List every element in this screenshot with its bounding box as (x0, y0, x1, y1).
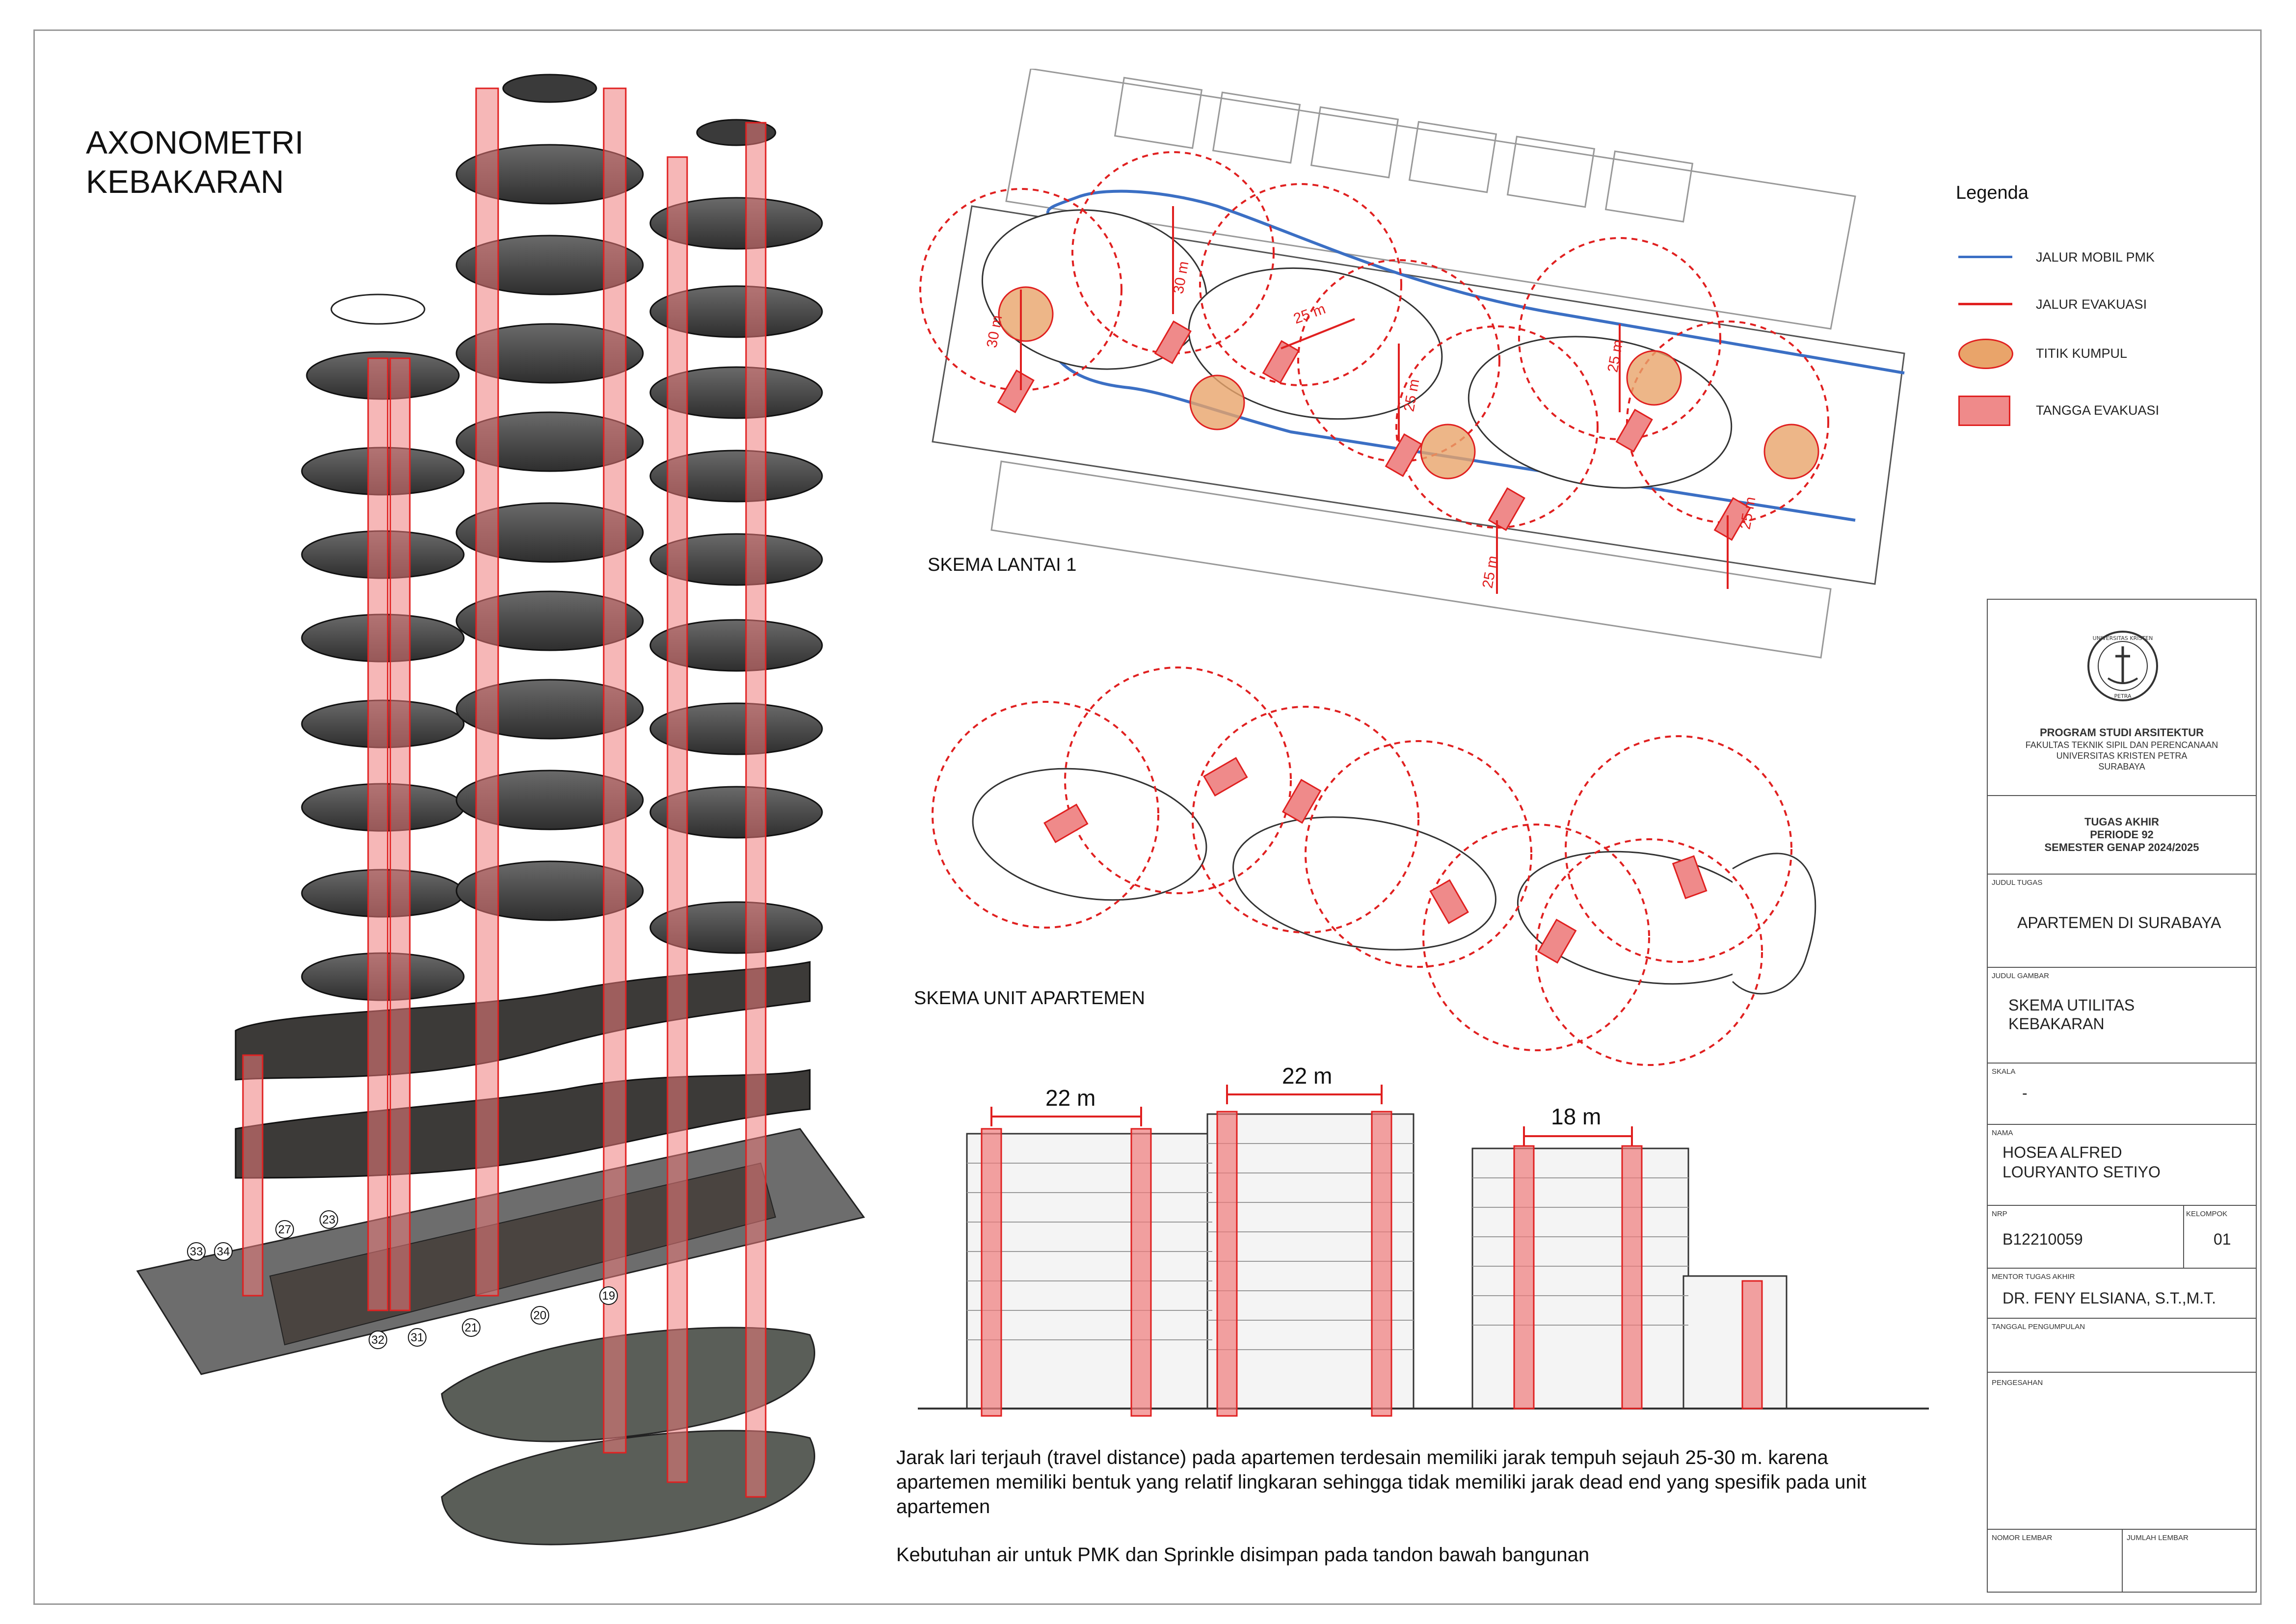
axo-label: 27 (278, 1223, 292, 1236)
axo-label: 31 (411, 1331, 424, 1344)
orange-circle-icon (1958, 339, 2013, 369)
svg-text:PETRA: PETRA (2114, 693, 2132, 699)
title-block-header: UNIVERSITAS KRISTEN PETRA PROGRAM STUDI … (1988, 600, 2256, 796)
title-block: UNIVERSITAS KRISTEN PETRA PROGRAM STUDI … (1987, 599, 2257, 1593)
axo-label: 32 (372, 1333, 385, 1347)
description: Jarak lari terjauh (travel distance) pad… (896, 1445, 1927, 1591)
blue-line-icon (1958, 242, 2012, 272)
lembar-row: NOMOR LEMBAR JUMLAH LEMBAR (1988, 1530, 2256, 1592)
project-info: TUGAS AKHIR PERIODE 92 SEMESTER GENAP 20… (1988, 796, 2256, 875)
judul-gambar-field: JUDUL GAMBAR SKEMA UTILITAS KEBAKARAN (1988, 968, 2256, 1064)
distance-label: 30 m (984, 314, 1005, 349)
description-paragraph: Kebutuhan air untuk PMK dan Sprinkle dis… (896, 1544, 1590, 1566)
axo-label: 19 (602, 1289, 615, 1303)
sheet-border (33, 29, 2262, 1605)
jumlah-lembar-field: JUMLAH LEMBAR (2127, 1534, 2189, 1542)
legend-title: Legenda (1956, 183, 2029, 203)
drawing-title: AXONOMETRI KEBAKARAN (86, 124, 304, 200)
elevation-dimension: 18 m (1551, 1104, 1602, 1129)
nrp-row: NRP B12210059 KELOMPOK 01 (1988, 1206, 2256, 1269)
nrp-field: NRP B12210059 (1988, 1206, 2184, 1268)
ground-scheme-label: SKEMA LANTAI 1 (928, 555, 1077, 575)
pink-rect-icon (1958, 396, 2012, 426)
faculty-name: FAKULTAS TEKNIK SIPIL DAN PERENCANAAN (2025, 740, 2218, 750)
university-seal-icon: UNIVERSITAS KRISTEN PETRA (2087, 631, 2158, 701)
unit-plan (932, 666, 1816, 1066)
nama-field: NAMA HOSEA ALFRED LOURYANTO SETIYO (1988, 1125, 2256, 1206)
axo-label: 34 (217, 1245, 230, 1258)
program-name: PROGRAM STUDI ARSITEKTUR (2039, 726, 2204, 739)
axo-label: 20 (534, 1309, 547, 1322)
description-paragraph: Jarak lari terjauh (travel distance) pad… (896, 1447, 1867, 1518)
pengesahan-field: PENGESAHAN (1988, 1373, 2256, 1530)
judul-tugas-field: JUDUL TUGAS APARTEMEN DI SURABAYA (1988, 875, 2256, 968)
axo-label: 23 (322, 1213, 336, 1226)
legend-item-fire-truck-route: JALUR MOBIL PMK (1958, 242, 2155, 272)
red-line-icon (1958, 290, 2012, 319)
elevation-dimension: 22 m (1045, 1085, 1096, 1111)
axo-label: 21 (465, 1321, 478, 1334)
axo-label: 33 (190, 1245, 203, 1258)
legend-item-evacuation-stair: TANGGA EVAKUASI (1958, 396, 2159, 426)
university-name: UNIVERSITAS KRISTEN PETRA (2056, 751, 2188, 761)
legend-item-assembly-point: TITIK KUMPUL (1958, 339, 2127, 369)
elevation-dimension: 22 m (1282, 1063, 1333, 1089)
unit-scheme-label: SKEMA UNIT APARTEMEN (914, 988, 1145, 1009)
ground-floor-plan: 30 m 30 m 25 m 25 m 25 m 25 m 25 m (919, 69, 1905, 659)
mentor-field: MENTOR TUGAS AKHIR DR. FENY ELSIANA, S.T… (1988, 1269, 2256, 1319)
tanggal-field: TANGGAL PENGUMPULAN (1988, 1319, 2256, 1373)
svg-text:UNIVERSITAS KRISTEN: UNIVERSITAS KRISTEN (2093, 635, 2153, 641)
kelompok-field: KELOMPOK 01 (2186, 1210, 2231, 1248)
skala-field: SKALA - (1988, 1064, 2256, 1125)
nomor-lembar-field: NOMOR LEMBAR (1988, 1530, 2123, 1592)
city-name: SURABAYA (2098, 762, 2145, 772)
legend-item-evacuation-route: JALUR EVAKUASI (1958, 290, 2147, 319)
elevation-drawing (918, 1085, 1929, 1417)
axonometric-drawing: 33 34 27 23 32 31 21 20 19 (136, 74, 865, 1545)
